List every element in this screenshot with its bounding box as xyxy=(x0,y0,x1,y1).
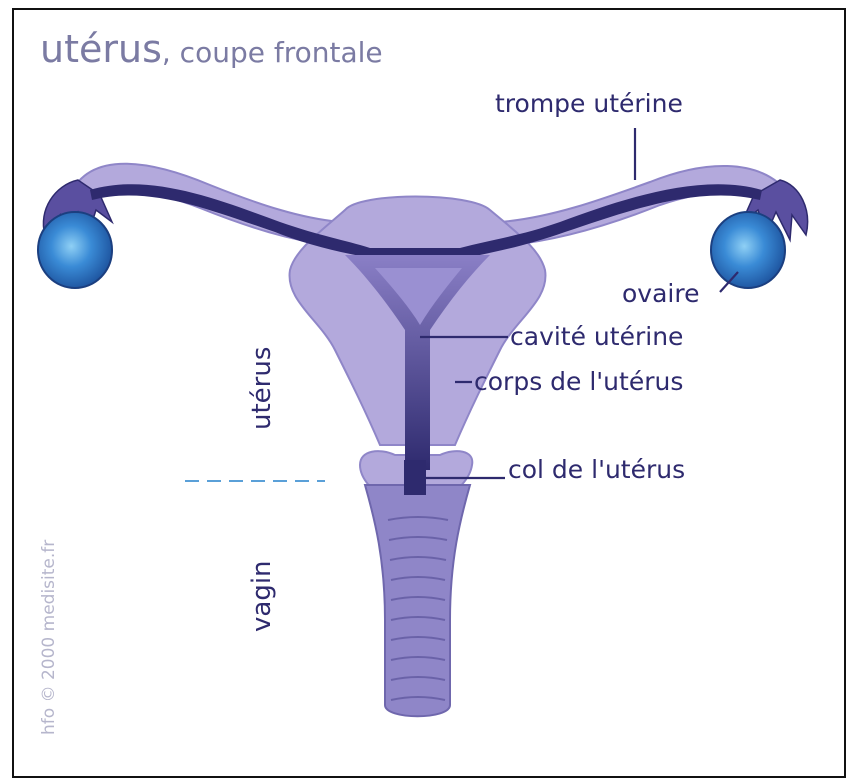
label-corps: corps de l'utérus xyxy=(474,367,683,396)
ovary-right xyxy=(711,212,785,288)
vagina xyxy=(365,485,470,716)
side-label-uterus: utérus xyxy=(247,347,277,430)
copyright-text: hfo © 2000 medisite.fr xyxy=(39,540,59,735)
diagram-title: utérus, coupe frontale xyxy=(40,27,383,71)
ovary-left xyxy=(38,212,112,288)
label-ovaire: ovaire xyxy=(622,279,699,308)
label-col: col de l'utérus xyxy=(508,455,685,484)
label-trompe: trompe utérine xyxy=(495,89,683,118)
side-label-vagin: vagin xyxy=(247,560,277,632)
label-cavite: cavité utérine xyxy=(510,322,683,351)
